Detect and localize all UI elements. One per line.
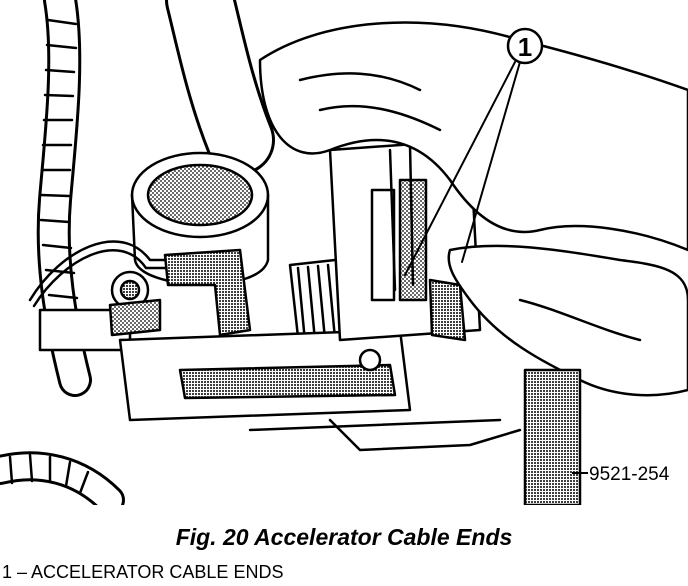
engine-illustration: 1 9521-254 <box>0 0 688 505</box>
hand-lower <box>447 244 688 397</box>
legend-separator: – <box>12 562 32 582</box>
mounting-bracket <box>38 270 162 352</box>
corrugated-hose-right <box>523 368 582 505</box>
legend-label: ACCELERATOR CABLE ENDS <box>31 562 284 582</box>
callout-1: 1 <box>506 27 544 65</box>
fuel-line <box>28 240 232 302</box>
throttle-base <box>118 328 522 452</box>
legend-number: 1 <box>2 562 13 582</box>
figure-code: 9521-254 <box>589 464 670 485</box>
cable-bracket <box>328 138 482 342</box>
figure-caption: Fig. 20 Accelerator Cable Ends <box>175 524 513 550</box>
corrugated-hose-bottom <box>0 451 125 505</box>
elbow-connector <box>163 248 252 337</box>
callout-leaders <box>404 61 521 276</box>
throttle-body-inlet <box>130 151 270 286</box>
hand-upper <box>258 21 688 252</box>
intake-tube <box>165 0 275 175</box>
figure-code-label: 9521-254 <box>572 464 670 485</box>
callout-number: 1 <box>518 32 532 62</box>
legend-item: 1 – ACCELERATOR CABLE ENDS <box>2 562 283 583</box>
